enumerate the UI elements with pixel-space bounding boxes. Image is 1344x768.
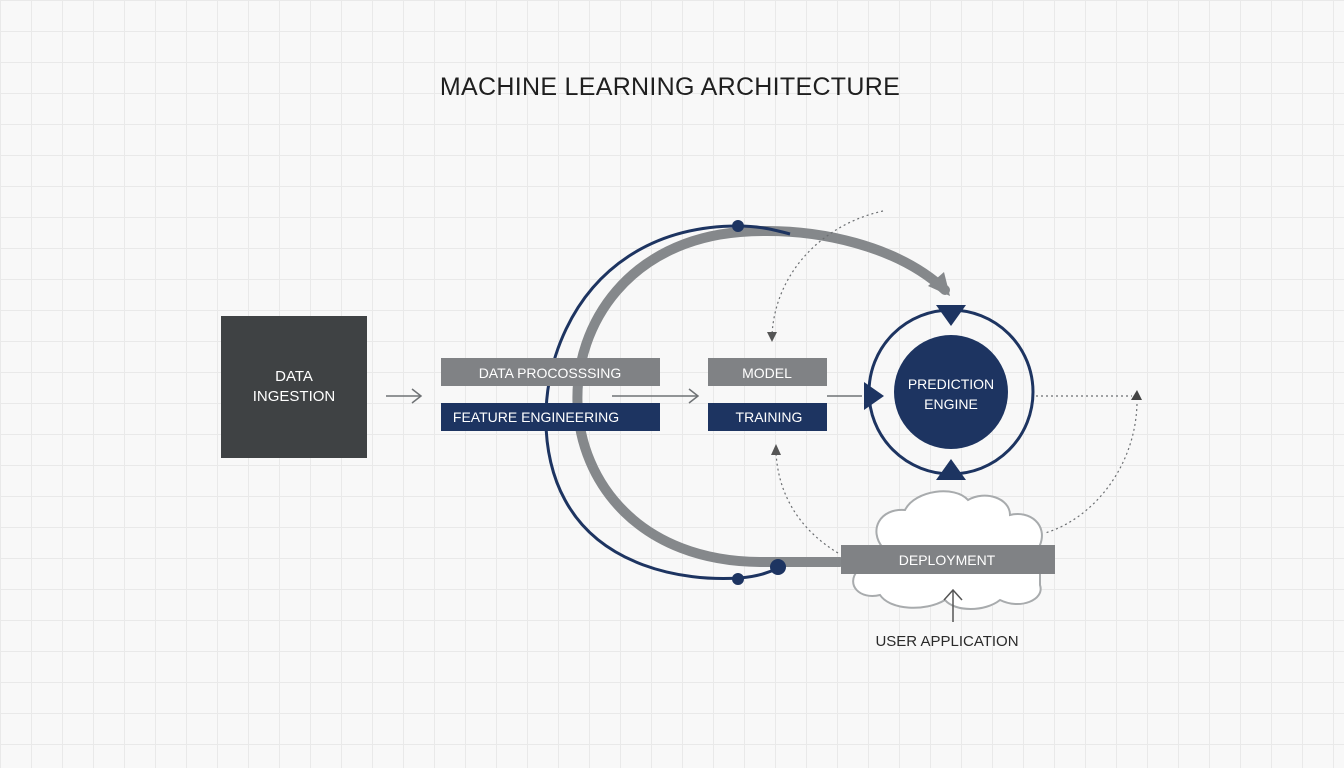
dotted-arrow-to-training-head	[771, 444, 781, 455]
model-box	[708, 358, 827, 386]
dotted-arrow-to-model-head	[767, 332, 777, 342]
loop-node-top	[732, 220, 744, 232]
loop-node-bottom-left	[732, 573, 744, 585]
deployment-label: DEPLOYMENT	[899, 552, 996, 568]
prediction-engine-label-line2: ENGINE	[924, 396, 978, 412]
dotted-curve-to-deployment	[1044, 403, 1138, 534]
model-label: MODEL	[742, 365, 792, 381]
feature-engineering-label: FEATURE ENGINEERING	[453, 409, 619, 425]
training-label: TRAINING	[736, 409, 803, 425]
prediction-engine-core	[894, 335, 1008, 449]
gray-feedback-loop	[572, 226, 950, 567]
user-application-label: USER APPLICATION	[875, 633, 1018, 650]
training-box	[708, 403, 827, 431]
arrow-ingestion-head	[411, 388, 423, 404]
data-processing-box	[441, 358, 660, 386]
arrow-user-to-deployment-head	[943, 588, 963, 601]
loop-node-bottom-right	[770, 559, 786, 575]
feature-engineering-box	[441, 403, 660, 431]
dotted-arrow-to-model	[771, 210, 884, 336]
prediction-top-triangle	[936, 305, 966, 326]
data-ingestion-label-line1: DATA	[275, 368, 313, 385]
diagram-title: MACHINE LEARNING ARCHITECTURE	[440, 73, 900, 101]
gray-loop-arrowhead	[928, 272, 950, 296]
deployment-box	[841, 545, 1055, 574]
prediction-engine-label-line1: PREDICTION	[908, 376, 994, 392]
data-processing-label: DATA PROCOSSSING	[479, 365, 622, 381]
data-ingestion-box	[221, 316, 367, 458]
arrow-processing-head	[688, 388, 700, 404]
dotted-arrow-right-head	[1131, 390, 1142, 400]
data-ingestion-label-line2: INGESTION	[253, 388, 336, 405]
prediction-bottom-triangle	[936, 459, 966, 480]
dotted-arrow-to-training	[775, 451, 839, 554]
prediction-left-triangle	[864, 382, 884, 410]
